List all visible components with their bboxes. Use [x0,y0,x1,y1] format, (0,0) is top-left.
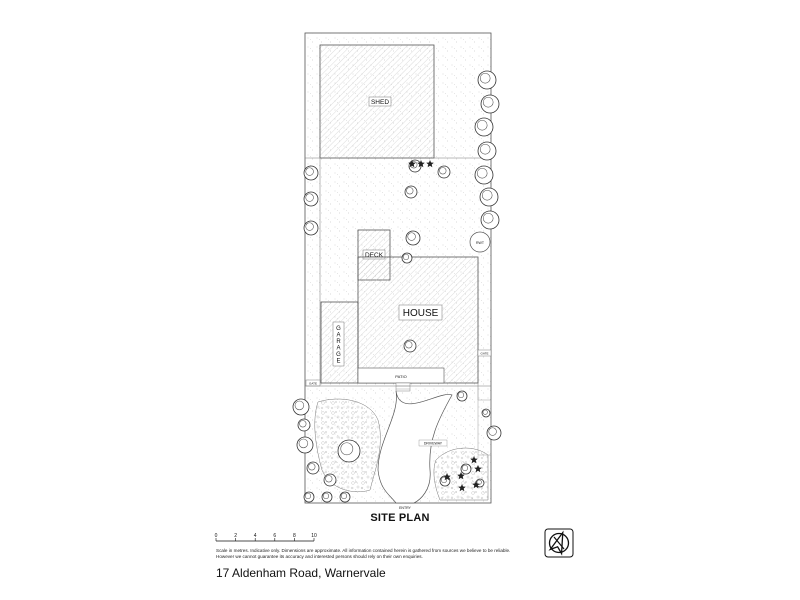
tree [404,185,418,199]
shrub [417,160,425,168]
shrub [470,456,478,464]
tree-canopy [440,476,448,484]
rainwater-tank: RWT [469,231,491,253]
scale-tick-label: 4 [254,533,257,539]
disclaimer-text: Scale in metres. Indicative only. Dimens… [216,548,511,559]
tree-canopy [305,193,314,202]
tree [292,398,310,416]
tree-canopy [476,119,488,131]
tree-canopy [479,72,491,84]
scale-tick-label: 2 [234,533,237,539]
svg-text:GATE: GATE [481,352,489,356]
shrub [458,484,466,492]
tree [405,230,421,246]
tree-canopy [308,463,316,471]
property-address: 17 Aldenham Road, Warnervale [216,566,386,580]
driveway: DRIVEWAY [377,390,453,504]
tank-label: RWT [476,241,485,245]
shrub [443,473,451,481]
deck-label: DECK [365,252,384,259]
tree [437,165,451,179]
tree-canopy [407,232,416,241]
tree [296,436,314,454]
scale-tick-label: 8 [293,533,296,539]
tree-canopy [305,222,314,231]
tree-canopy [482,212,494,224]
shrub [426,160,434,168]
tree-canopy [439,167,447,175]
tree [297,418,311,432]
house-label: HOUSE [403,308,439,319]
patio: PATIO [357,367,445,392]
tree-canopy [461,464,469,472]
svg-text:GATE: GATE [309,382,317,386]
gate-right: GATE [477,349,492,357]
tree [403,339,417,353]
tree-canopy [476,167,488,179]
shrub [474,465,482,473]
tree [339,491,351,503]
north-arrow-icon [544,528,574,558]
tree-canopy [488,427,497,436]
tree-canopy [457,391,465,399]
patio-label: PATIO [395,374,406,379]
tree-canopy [479,143,491,155]
driveway-label: DRIVEWAY [424,442,443,446]
tree [460,463,472,475]
svg-text:ENTRY: ENTRY [399,506,411,510]
tree [474,165,494,185]
tree [303,220,319,236]
tree [479,187,499,207]
tree [401,252,413,264]
tree [303,165,319,181]
tree [477,70,497,90]
shrub [408,160,416,168]
tree-canopy [304,492,312,500]
tree-canopy [298,438,309,449]
tree-canopy [305,167,314,176]
shed-label: SHED [371,99,389,106]
tree-canopy [405,341,413,349]
tree [323,473,337,487]
tree-canopy [481,189,493,201]
tree-canopy [482,96,494,108]
tree [477,141,497,161]
entry: ENTRY [399,506,411,510]
tree-canopy [340,442,354,456]
scale-tick-label: 0 [215,533,218,539]
house: HOUSE [357,256,479,384]
tree [480,210,500,230]
tree [474,117,494,137]
tree-canopy [325,475,333,483]
tree [480,94,500,114]
tree [306,461,320,475]
tree-canopy [322,492,330,500]
scale-bar: 0 2 4 6 8 10 [215,533,317,542]
tree-canopy [340,492,348,500]
scale-tick-label: 6 [273,533,276,539]
trees [292,70,502,503]
tree-canopy [299,420,307,428]
site-plan-title: SITE PLAN [370,512,430,524]
tree [337,439,361,463]
gate-left: GATE [305,379,321,387]
tree-canopy [476,479,482,485]
tree [486,425,502,441]
shrub [457,472,465,480]
tree [303,491,315,503]
tree [456,390,468,402]
tree-canopy [294,400,305,411]
tree [481,408,491,418]
tree-canopy [406,187,414,195]
tree-canopy [482,409,488,415]
shrub [472,481,480,489]
tree [321,491,333,503]
scale-tick-label: 10 [311,533,317,539]
tree-canopy [402,253,410,261]
shed: SHED [319,44,435,159]
tree [303,191,319,207]
